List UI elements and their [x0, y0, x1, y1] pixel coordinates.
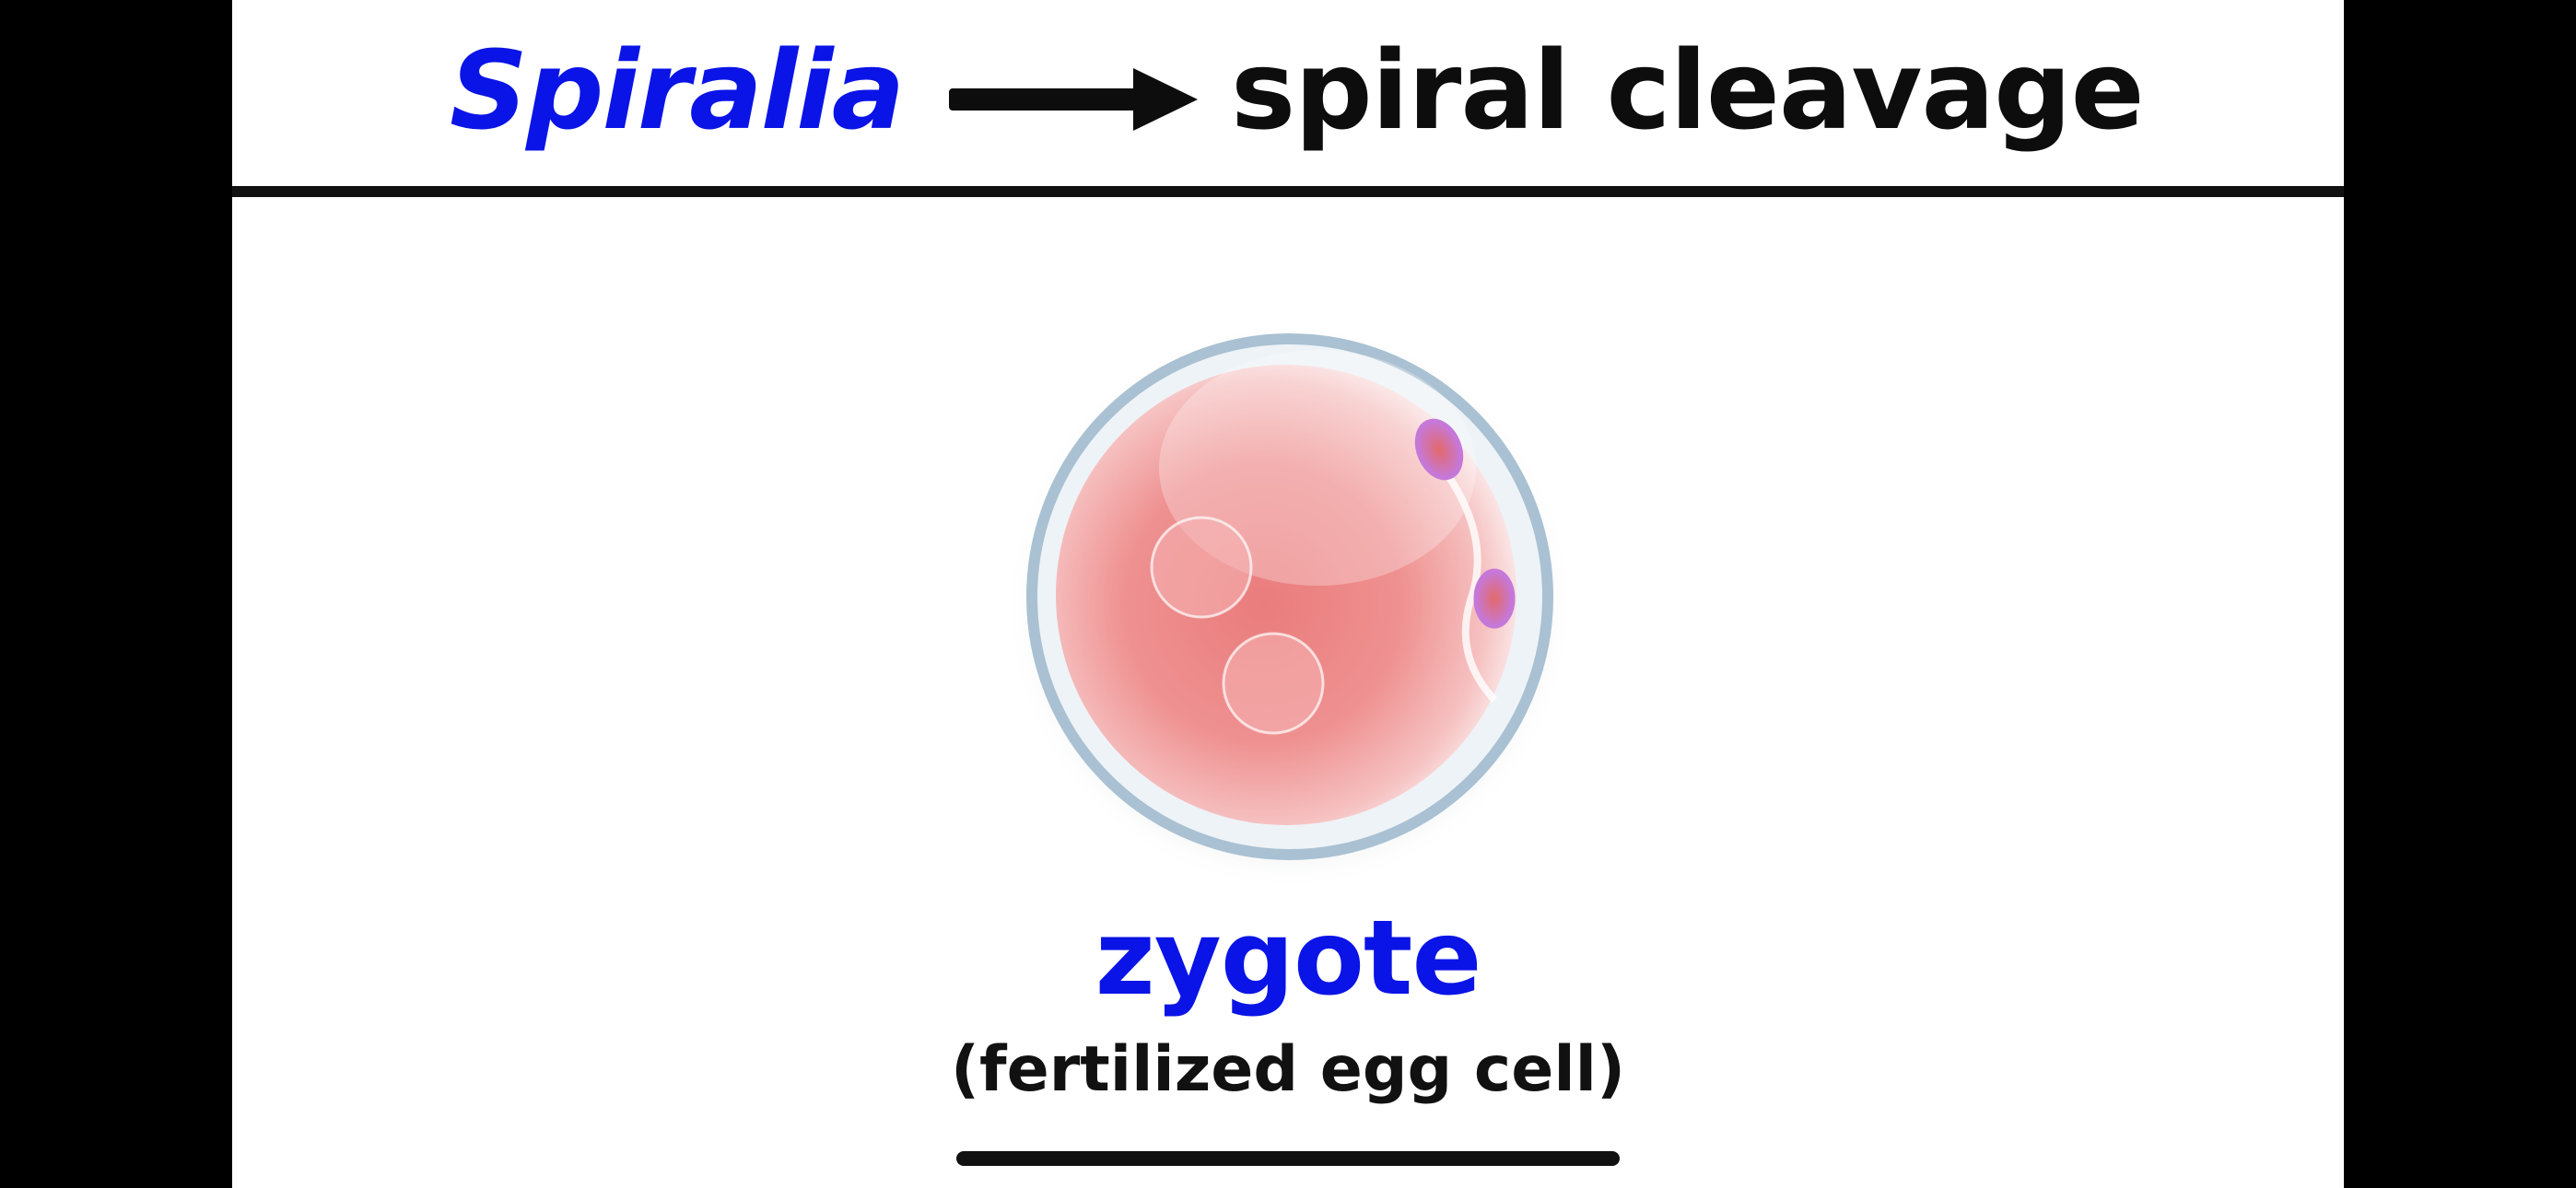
cell-highlight — [1159, 350, 1476, 586]
pronucleus-icon — [1150, 516, 1253, 619]
title-term: Spiralia — [450, 27, 905, 154]
cell-caption: (fertilized egg cell) — [950, 1033, 1626, 1106]
polar-body-icon — [1414, 418, 1464, 481]
cell-name: zygote — [1095, 899, 1482, 1019]
polar-body-icon — [1473, 568, 1516, 629]
video-frame[interactable]: Spiralia spiral cleavage — [232, 0, 2344, 1188]
right-arrow-icon — [949, 68, 1198, 131]
pronucleus-icon — [1222, 632, 1325, 735]
title-definition: spiral cleavage — [1231, 27, 2145, 154]
divider — [232, 186, 2344, 197]
cytoplasm — [1056, 365, 1516, 825]
title-row: Spiralia spiral cleavage — [232, 0, 2344, 184]
zygote-cell-illustration — [1006, 322, 1574, 884]
home-indicator[interactable] — [956, 1151, 1620, 1166]
perivitelline-space — [1434, 458, 1497, 703]
